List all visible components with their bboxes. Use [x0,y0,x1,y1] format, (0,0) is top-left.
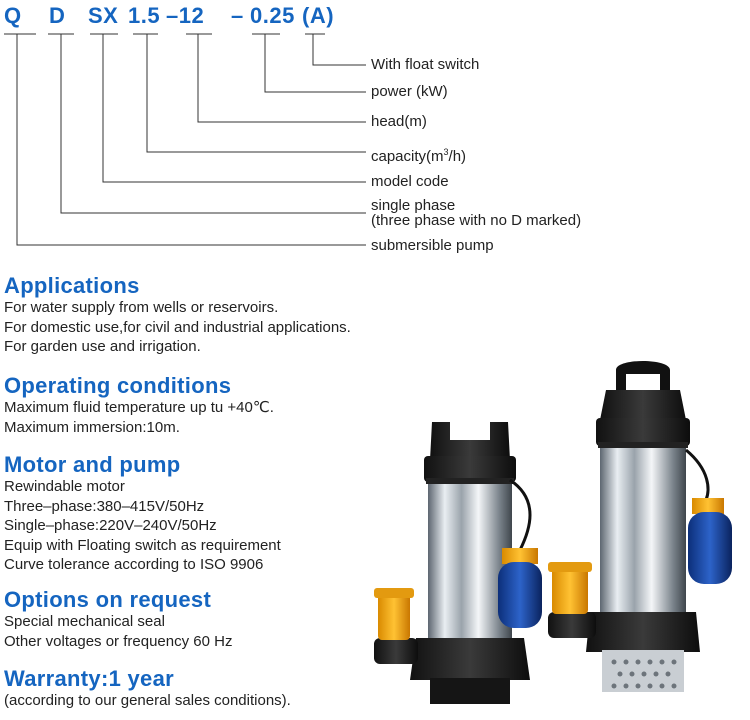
warranty-line: (according to our general sales conditio… [4,692,291,709]
right-pump [548,361,732,692]
code-q: Q [4,3,22,28]
model-code: Q D SX 1.5 –12 – 0.25 (A) [0,2,360,32]
applications-heading: Applications [4,273,140,298]
section-operating-conditions: Operating conditions Maximum fluid tempe… [4,374,274,437]
legend-capacity-tail: /h) [448,148,467,165]
motor-line: Three–phase:380–415V/50Hz [4,497,205,515]
code-power: 0.25 [250,3,295,28]
code-d: D [49,3,66,28]
options-heading: Options on request [4,587,212,612]
legend-float-switch: With float switch [371,56,480,73]
legend-head: head(m) [371,113,427,130]
motor-line: Single–phase:220V–240V/50Hz [4,517,217,534]
pump-illustrations [370,360,742,710]
legend-submersible: submersible pump [371,237,494,254]
motor-line: Equip with Floating switch as requiremen… [4,536,281,554]
pump-image [374,361,732,704]
operating-line: Maximum immersion:10m. [4,418,180,436]
legend-capacity-text: capacity(m [371,148,444,165]
code-sx: SX [88,3,119,28]
section-warranty: Warranty:1 year (according to our genera… [4,667,291,711]
section-options: Options on request Special mechanical se… [4,588,232,651]
warranty-heading: Warranty:1 year [4,666,174,691]
applications-line: For garden use and irrigation. [4,338,201,355]
code-head: –12 [166,3,205,28]
left-pump [374,422,542,704]
legend-three-phase-note: (three phase with no D marked) [371,212,582,229]
legend-model-code: model code [371,173,449,190]
applications-line: For water supply from wells or reservoir… [4,299,279,316]
legend-capacity-sup: 3 [443,147,449,157]
options-line: Special mechanical seal [4,613,165,630]
code-dash: – [231,3,244,28]
options-line: Other voltages or frequency 60 Hz [4,632,233,650]
section-applications: Applications For water supply from wells… [4,274,351,357]
legend-single-phase: single phase [371,197,456,214]
motor-line: Rewindable motor [4,478,125,495]
operating-line: Maximum fluid temperature up tu +40℃. [4,399,274,416]
section-motor-pump: Motor and pump Rewindable motor Three–ph… [4,453,281,575]
leader-lines [4,33,366,246]
motor-heading: Motor and pump [4,452,181,477]
applications-line: For domestic use,for civil and industria… [4,318,351,336]
legend-power: power (kW) [371,83,448,100]
code-capacity: 1.5 [128,3,161,28]
motor-line: Curve tolerance according to ISO 9906 [4,556,264,573]
operating-heading: Operating conditions [4,373,232,398]
legend-capacity: capacity(m3/h) [371,144,466,165]
code-float: (A) [302,3,335,28]
